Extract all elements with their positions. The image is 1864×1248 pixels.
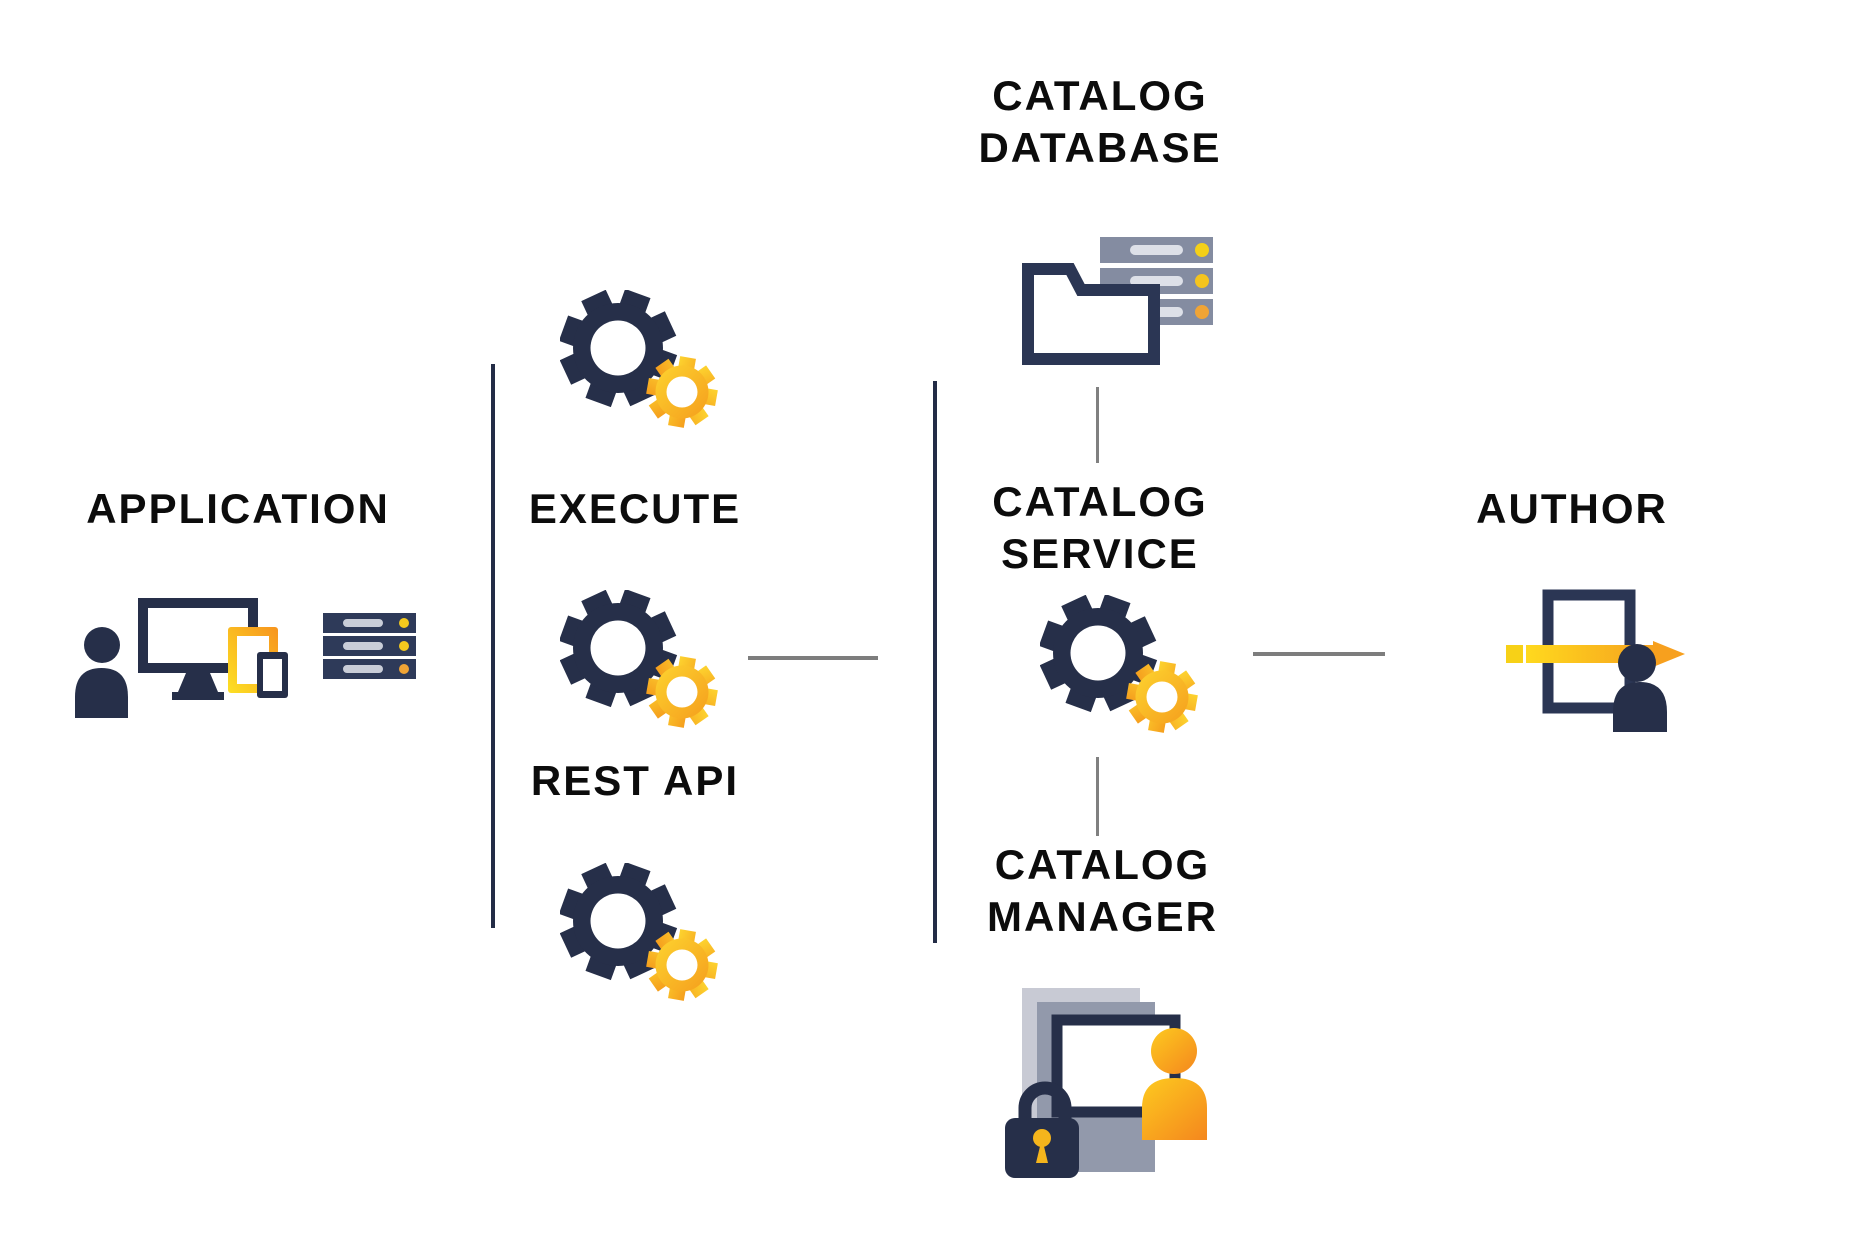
folder-server-icon	[1022, 237, 1213, 365]
catalog-database-label: CATALOG DATABASE	[950, 70, 1250, 174]
phone-icon	[257, 652, 288, 698]
document-pencil-user-icon	[1506, 589, 1685, 732]
catalog-database-label-line2: DATABASE	[978, 124, 1222, 171]
catalog-service-label-line2: SERVICE	[1001, 530, 1199, 577]
small-gear	[646, 356, 718, 428]
divider-line-left	[491, 364, 495, 928]
catalog-service-label: CATALOG SERVICE	[950, 476, 1250, 580]
small-gear	[646, 929, 718, 1001]
lock-icon	[1005, 1081, 1079, 1178]
connector-database-to-service	[1096, 387, 1099, 463]
author-user-icon	[1613, 644, 1667, 732]
server-stack-icon	[323, 613, 416, 679]
screens-lock-user-icon	[1005, 988, 1207, 1178]
pencil-icon	[1506, 641, 1685, 667]
small-gear	[1126, 661, 1198, 733]
folder-icon	[1022, 263, 1160, 365]
author-label: AUTHOR	[1476, 485, 1668, 532]
small-gear	[646, 656, 718, 728]
divider-line-right	[933, 381, 937, 943]
catalog-database-label-line1: CATALOG	[992, 72, 1208, 119]
gears-icon-service	[1040, 595, 1198, 733]
connector-service-to-author	[1253, 652, 1385, 656]
connector-service-to-manager	[1096, 757, 1099, 836]
rest-api-label: REST API	[530, 757, 740, 804]
catalog-manager-label-line1: CATALOG	[994, 841, 1211, 888]
user-devices-server-icon	[75, 598, 416, 718]
application-label: APPLICATION	[86, 485, 390, 532]
gears-icon-restapi	[560, 590, 718, 728]
execute-label: EXECUTE	[528, 485, 742, 532]
connector-restapi-to-catalog	[748, 656, 878, 660]
gears-icon-bottom	[560, 863, 718, 1001]
catalog-manager-label: CATALOG MANAGER	[950, 839, 1255, 943]
user-icon	[75, 627, 128, 718]
catalog-service-label-line1: CATALOG	[992, 478, 1208, 525]
gears-icon-execute	[560, 290, 718, 428]
manager-user-icon	[1142, 1028, 1207, 1140]
catalog-manager-label-line2: MANAGER	[987, 893, 1218, 940]
